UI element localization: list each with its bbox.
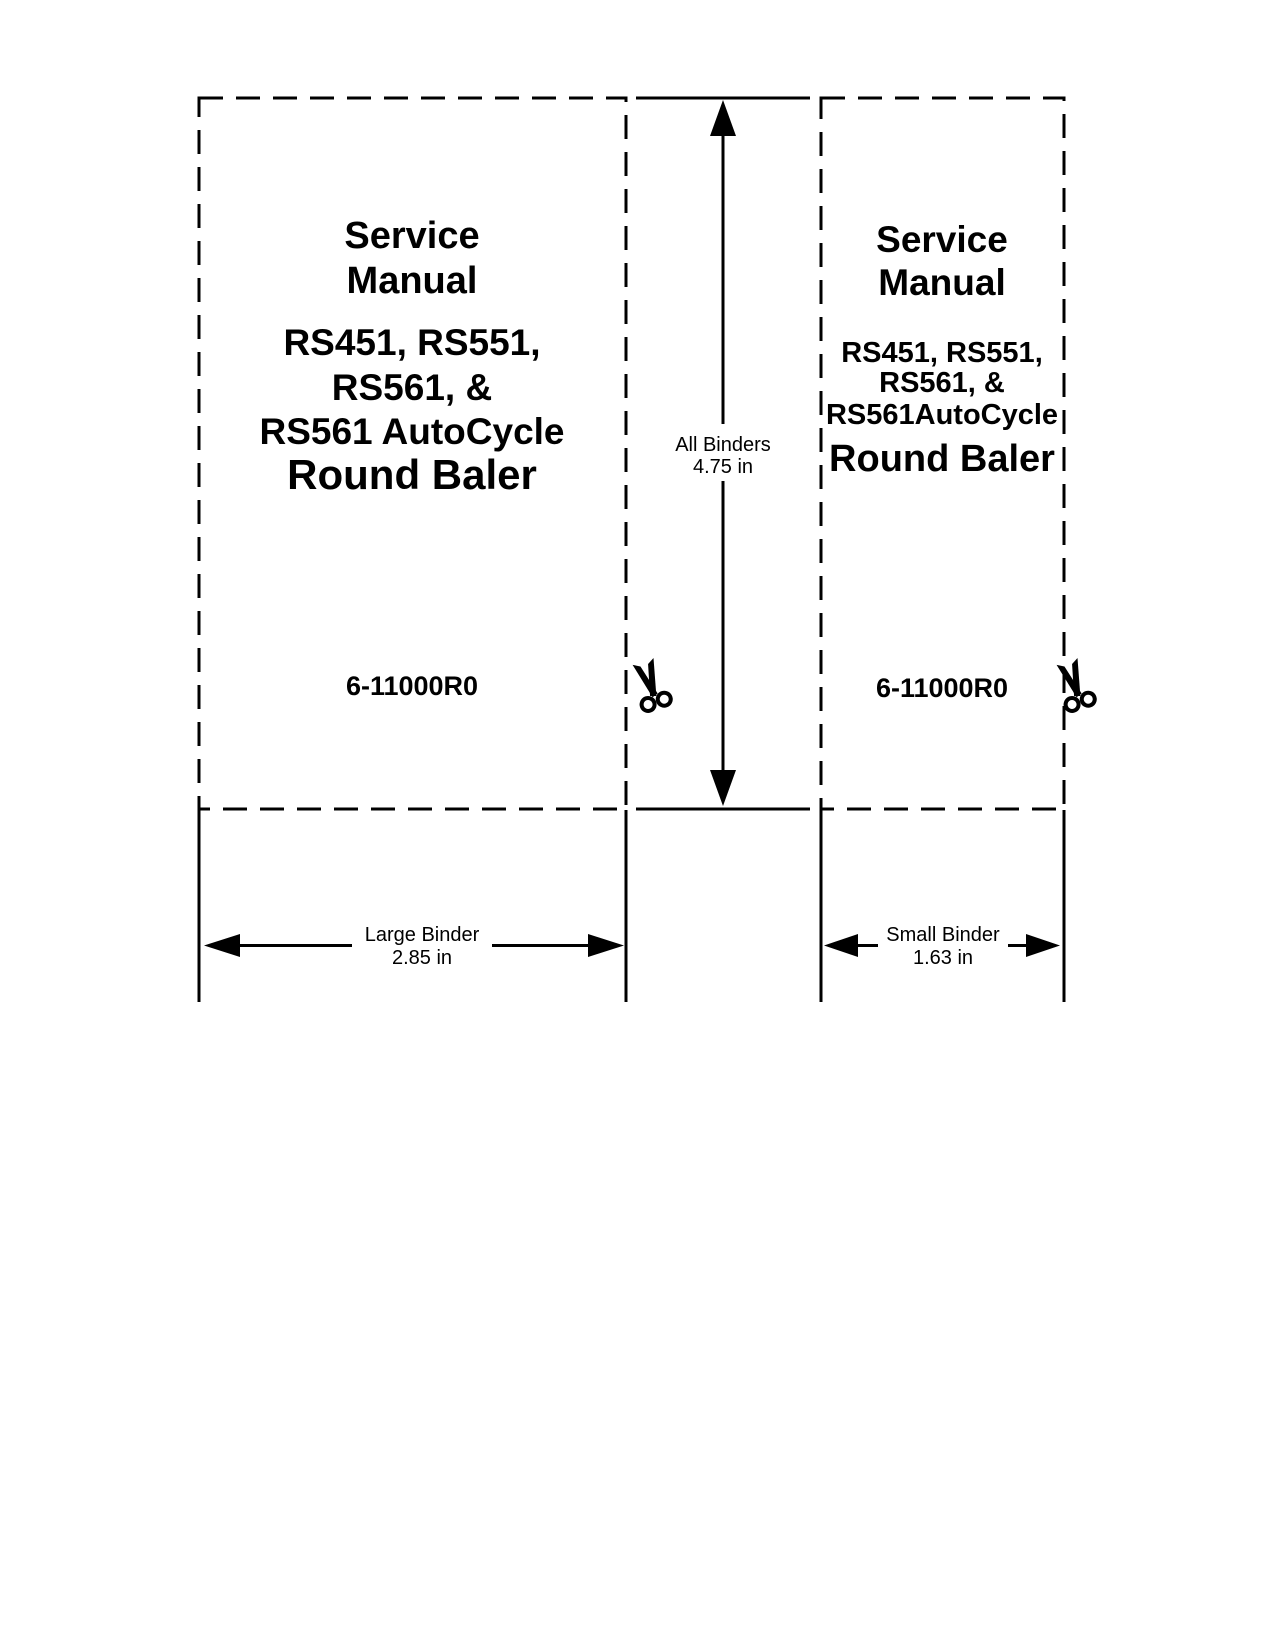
large-binder-dimension-value: 2.85 in: [392, 947, 452, 969]
scissors-icon: [632, 658, 673, 713]
arrowhead-up-icon: [710, 100, 736, 136]
scissors-blade: [648, 658, 657, 696]
arrowhead-right-icon: [1026, 934, 1060, 957]
small-label-part-number: 6-11000R0: [876, 673, 1008, 703]
small-label-title-line1: Service: [876, 219, 1008, 260]
arrowhead-down-icon: [710, 770, 736, 806]
arrowhead-right-icon: [588, 934, 624, 957]
large-binder-dimension-label: Large Binder: [365, 924, 480, 946]
large-label-model-line2: RS561, &: [332, 367, 492, 408]
arrowhead-left-icon: [204, 934, 240, 957]
large-width-dimension: Large Binder 2.85 in: [197, 810, 628, 1002]
small-width-dimension: Small Binder 1.63 in: [819, 810, 1066, 1002]
scissors-blade: [1072, 658, 1081, 696]
scissors-icon: [1056, 658, 1097, 713]
large-label-product: Round Baler: [287, 451, 537, 498]
scissors-handle: [1079, 690, 1097, 708]
height-dimension: All Binders 4.75 in: [636, 96, 810, 811]
scissors-handle: [1063, 695, 1081, 713]
large-label-title-line1: Service: [344, 215, 479, 257]
small-label-title-line2: Manual: [878, 262, 1005, 303]
large-label-model-line1: RS451, RS551,: [283, 322, 540, 363]
scissors-handle: [639, 695, 657, 713]
arrowhead-left-icon: [824, 934, 858, 957]
large-label-cut-outline: [197, 96, 628, 811]
small-binder-dimension-value: 1.63 in: [913, 947, 973, 969]
small-binder-label: Service Manual RS451, RS551, RS561, & RS…: [819, 96, 1066, 811]
large-label-title-line2: Manual: [347, 260, 478, 302]
small-label-model-line1: RS451, RS551,: [841, 337, 1043, 369]
large-label-model-line3: RS561 AutoCycle: [259, 411, 564, 452]
large-label-part-number: 6-11000R0: [346, 671, 478, 701]
small-label-model-line2: RS561, &: [879, 367, 1005, 399]
scissors-handle: [655, 690, 673, 708]
small-label-model-line3: RS561AutoCycle: [826, 399, 1058, 431]
small-label-product: Round Baler: [829, 438, 1055, 480]
all-binders-dimension-value: 4.75 in: [693, 456, 753, 478]
large-binder-label: Service Manual RS451, RS551, RS561, & RS…: [197, 96, 628, 811]
small-binder-dimension-label: Small Binder: [886, 924, 1000, 946]
all-binders-dimension-label: All Binders: [675, 434, 771, 456]
small-label-cut-outline: [819, 96, 1066, 811]
